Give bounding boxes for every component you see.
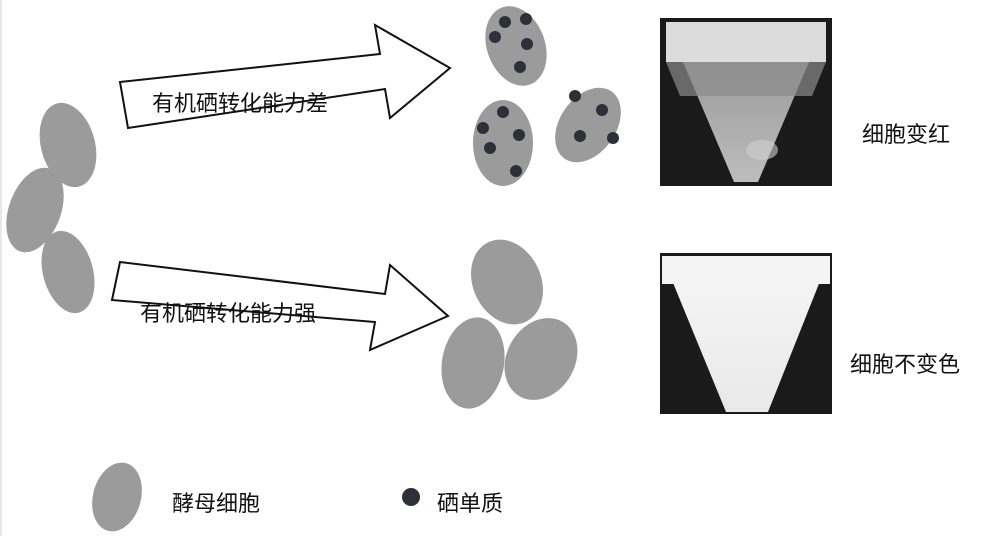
yeast-cell — [504, 318, 578, 400]
yeast-cell — [41, 230, 95, 314]
cells-without-selenium — [441, 239, 578, 409]
yeast-cell — [6, 167, 64, 253]
selenium-dot — [477, 122, 489, 134]
selenium-dot — [510, 165, 522, 177]
legend-selenium-label: 硒单质 — [437, 492, 504, 517]
tube-photo-red — [660, 18, 832, 186]
selenium-dot — [569, 90, 581, 102]
top-arrow — [118, 23, 452, 130]
selenium-dot — [514, 61, 526, 73]
legend-yeast-swatch — [92, 462, 142, 532]
selenium-dot — [596, 104, 608, 116]
top-arrow-label: 有机硒转化能力差 — [152, 92, 329, 117]
selenium-dot — [607, 132, 619, 144]
yeast-cell — [471, 239, 543, 325]
bottom-arrow — [110, 260, 450, 352]
selenium-dot — [499, 16, 511, 28]
top-result-label: 细胞变红 — [862, 123, 951, 148]
legend — [92, 462, 420, 532]
selenium-dot — [521, 38, 533, 50]
tube-photo-clear — [660, 253, 832, 414]
selenium-dot — [513, 129, 525, 141]
yeast-cell — [555, 87, 621, 163]
yeast-cell — [39, 102, 97, 188]
legend-yeast-label: 酵母细胞 — [172, 492, 261, 517]
selenium-dot — [497, 106, 509, 118]
selenium-dot — [574, 130, 586, 142]
bottom-arrow-label: 有机硒转化能力强 — [140, 302, 317, 327]
yeast-cell — [485, 6, 547, 86]
cells-with-selenium — [473, 6, 621, 186]
selenium-dot — [484, 142, 496, 154]
selenium-dot — [489, 31, 501, 43]
legend-selenium-swatch — [402, 488, 420, 506]
yeast-cell — [473, 100, 533, 186]
selenium-dot — [520, 13, 532, 25]
initial-yeast-cells — [6, 102, 97, 314]
bottom-result-label: 细胞不变色 — [850, 353, 961, 378]
yeast-cell — [441, 317, 505, 409]
